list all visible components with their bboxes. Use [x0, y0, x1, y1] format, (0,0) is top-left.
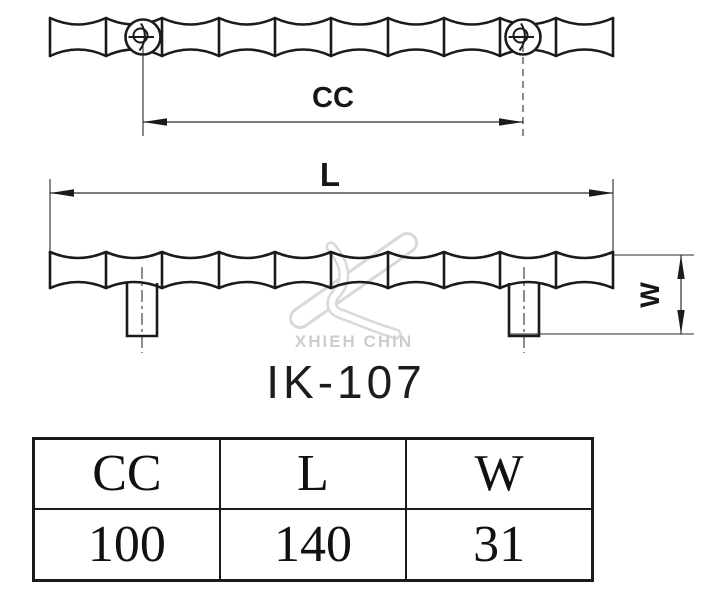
- mounting-post-left: [125, 267, 159, 353]
- watermark-brand-text: XHIEH CHIN: [294, 332, 414, 351]
- handle-side-view: [48, 250, 615, 290]
- spec-table-value-cc: 100: [32, 508, 221, 582]
- dimension-label-cc: CC: [312, 82, 354, 114]
- model-number: IK-107: [266, 356, 426, 408]
- spec-table: CC L W 100 140 31: [32, 437, 594, 582]
- dimension-cc: [142, 45, 524, 136]
- dimension-l: [49, 179, 614, 253]
- screw-head-left-icon: [124, 18, 162, 56]
- spec-table-value-w: 31: [405, 508, 594, 582]
- dimension-label-l: L: [319, 156, 341, 193]
- spec-table-header-l: L: [218, 437, 408, 510]
- spec-table-header-row: CC L W: [32, 437, 594, 510]
- spec-table-header-w: W: [405, 437, 594, 510]
- spec-table-value-l: 140: [218, 508, 408, 582]
- screw-head-right-icon: [504, 18, 542, 56]
- mounting-post-right: [507, 267, 541, 353]
- spec-table-value-row: 100 140 31: [32, 508, 594, 582]
- dimension-w: [508, 254, 694, 335]
- spec-table-header-cc: CC: [32, 437, 221, 510]
- dimension-label-w: W: [635, 282, 665, 308]
